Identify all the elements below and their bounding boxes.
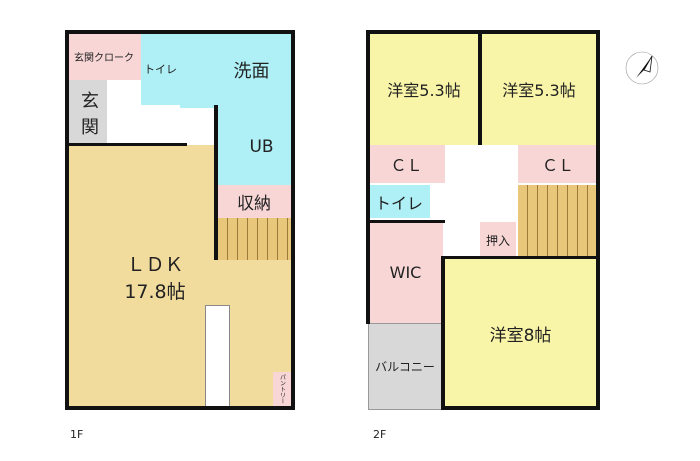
wall — [443, 256, 600, 259]
genkan: 玄関 — [67, 80, 107, 145]
genkan-cloak-label: 玄関クローク — [74, 52, 134, 64]
western-right: 洋室5.3帖 — [480, 32, 598, 145]
genkan-cloak: 玄関クローク — [67, 32, 141, 80]
western-right-label: 洋室5.3帖 — [502, 80, 576, 100]
stairs-2f — [518, 185, 598, 258]
wall — [441, 256, 445, 410]
wall — [291, 30, 295, 410]
balcony: バルコニー — [368, 323, 442, 410]
wall — [65, 30, 295, 34]
ldk-label: ＬＤＫ — [126, 253, 184, 276]
kitchen-counter — [205, 305, 230, 408]
wall — [65, 406, 295, 410]
wall — [67, 143, 187, 146]
ub: UB — [218, 108, 293, 185]
floor-2f-label: 2F — [373, 428, 387, 441]
toilet-2f: トイレ — [368, 185, 430, 218]
western-8-label: 洋室8帖 — [489, 325, 552, 346]
western-left-label: 洋室5.3帖 — [387, 80, 461, 100]
oshiire: 押入 — [480, 222, 516, 258]
western-left: 洋室5.3帖 — [368, 32, 480, 145]
wall — [366, 30, 600, 34]
balcony-label: バルコニー — [375, 360, 435, 374]
stairs-1f — [218, 218, 293, 260]
wic: WIC — [368, 222, 443, 323]
wall — [366, 220, 445, 223]
wall — [478, 30, 482, 145]
oshiire-label: 押入 — [485, 233, 510, 248]
wall — [214, 105, 218, 260]
toilet-1f-label: トイレ — [144, 62, 177, 76]
storage-label: 収納 — [237, 194, 271, 214]
western-8: 洋室8帖 — [443, 258, 598, 408]
genkan-label: 玄関 — [81, 90, 99, 138]
toilet-1f: トイレ — [141, 32, 180, 105]
toilet-2f-label: トイレ — [374, 193, 423, 213]
ldk-size: 17.8帖 — [124, 280, 186, 303]
wall — [596, 30, 600, 410]
cl-left: ＣＬ — [368, 145, 445, 183]
storage-1f: 収納 — [215, 185, 293, 218]
cl-right: ＣＬ — [518, 145, 598, 183]
wall — [441, 406, 600, 410]
floor-1f-label: 1F — [70, 428, 84, 441]
north-arrow-icon — [625, 51, 659, 85]
cl-right-label: ＣＬ — [541, 156, 574, 175]
pantry-label: パントリー — [278, 374, 286, 404]
hall-1f — [100, 105, 218, 145]
wic-label: WIC — [389, 263, 422, 282]
ub-label: UB — [249, 136, 274, 157]
pantry: パントリー — [273, 372, 291, 406]
senmen: 洗面 — [180, 32, 293, 108]
wall — [366, 30, 370, 324]
cl-left-label: ＣＬ — [390, 156, 423, 175]
wall — [65, 30, 69, 410]
senmen-label: 洗面 — [233, 61, 270, 82]
